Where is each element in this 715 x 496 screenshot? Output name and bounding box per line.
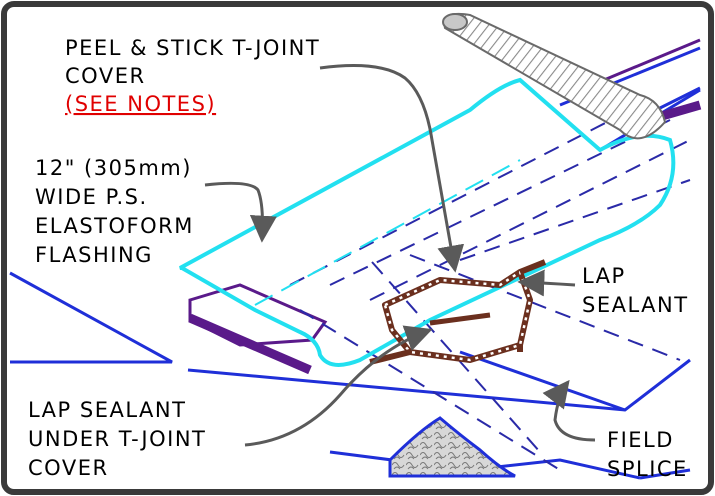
label-flashing-line3: ELASTOFORM xyxy=(35,214,194,238)
label-field-splice-line2: SPLICE xyxy=(607,457,688,481)
see-notes-link[interactable]: (SEE NOTES) xyxy=(65,92,216,116)
label-lap-sealant-under: LAP SEALANT UNDER T-JOINT COVER xyxy=(28,398,206,480)
rolled-cover xyxy=(442,12,667,140)
label-field-splice-line1: FIELD xyxy=(607,428,674,452)
label-field-splice: FIELD SPLICE xyxy=(607,428,688,481)
label-flashing: 12" (305mm) WIDE P.S. ELASTOFORM FLASHIN… xyxy=(35,156,194,267)
label-lap-sealant-under-line3: COVER xyxy=(28,456,109,480)
label-t-joint-cover-line1: PEEL & STICK T-JOINT xyxy=(65,36,320,60)
label-flashing-line4: FLASHING xyxy=(35,243,153,267)
lap-sealant-bead xyxy=(369,259,547,365)
label-flashing-line2: WIDE P.S. xyxy=(35,185,148,209)
leader-lap-sealant xyxy=(517,269,576,297)
label-t-joint-cover-line2: COVER xyxy=(65,64,146,88)
label-lap-sealant-line1: LAP xyxy=(582,264,626,288)
t-joint-cover xyxy=(179,77,676,367)
leader-field-splice xyxy=(542,379,596,442)
leader-flashing xyxy=(204,181,277,243)
label-lap-sealant-line2: SEALANT xyxy=(582,293,689,317)
cut-section xyxy=(388,416,516,478)
label-flashing-line1: 12" (305mm) xyxy=(35,156,192,180)
leader-lap-sealant-under xyxy=(244,325,433,447)
label-lap-sealant-under-line2: UNDER T-JOINT xyxy=(28,427,206,451)
label-t-joint-cover: PEEL & STICK T-JOINT COVER xyxy=(65,36,320,88)
leader-lines xyxy=(204,64,596,447)
label-lap-sealant-under-line1: LAP SEALANT xyxy=(28,398,186,422)
leader-t-joint-cover xyxy=(319,64,465,273)
label-lap-sealant: LAP SEALANT xyxy=(582,264,689,317)
hidden-lines xyxy=(289,99,691,471)
